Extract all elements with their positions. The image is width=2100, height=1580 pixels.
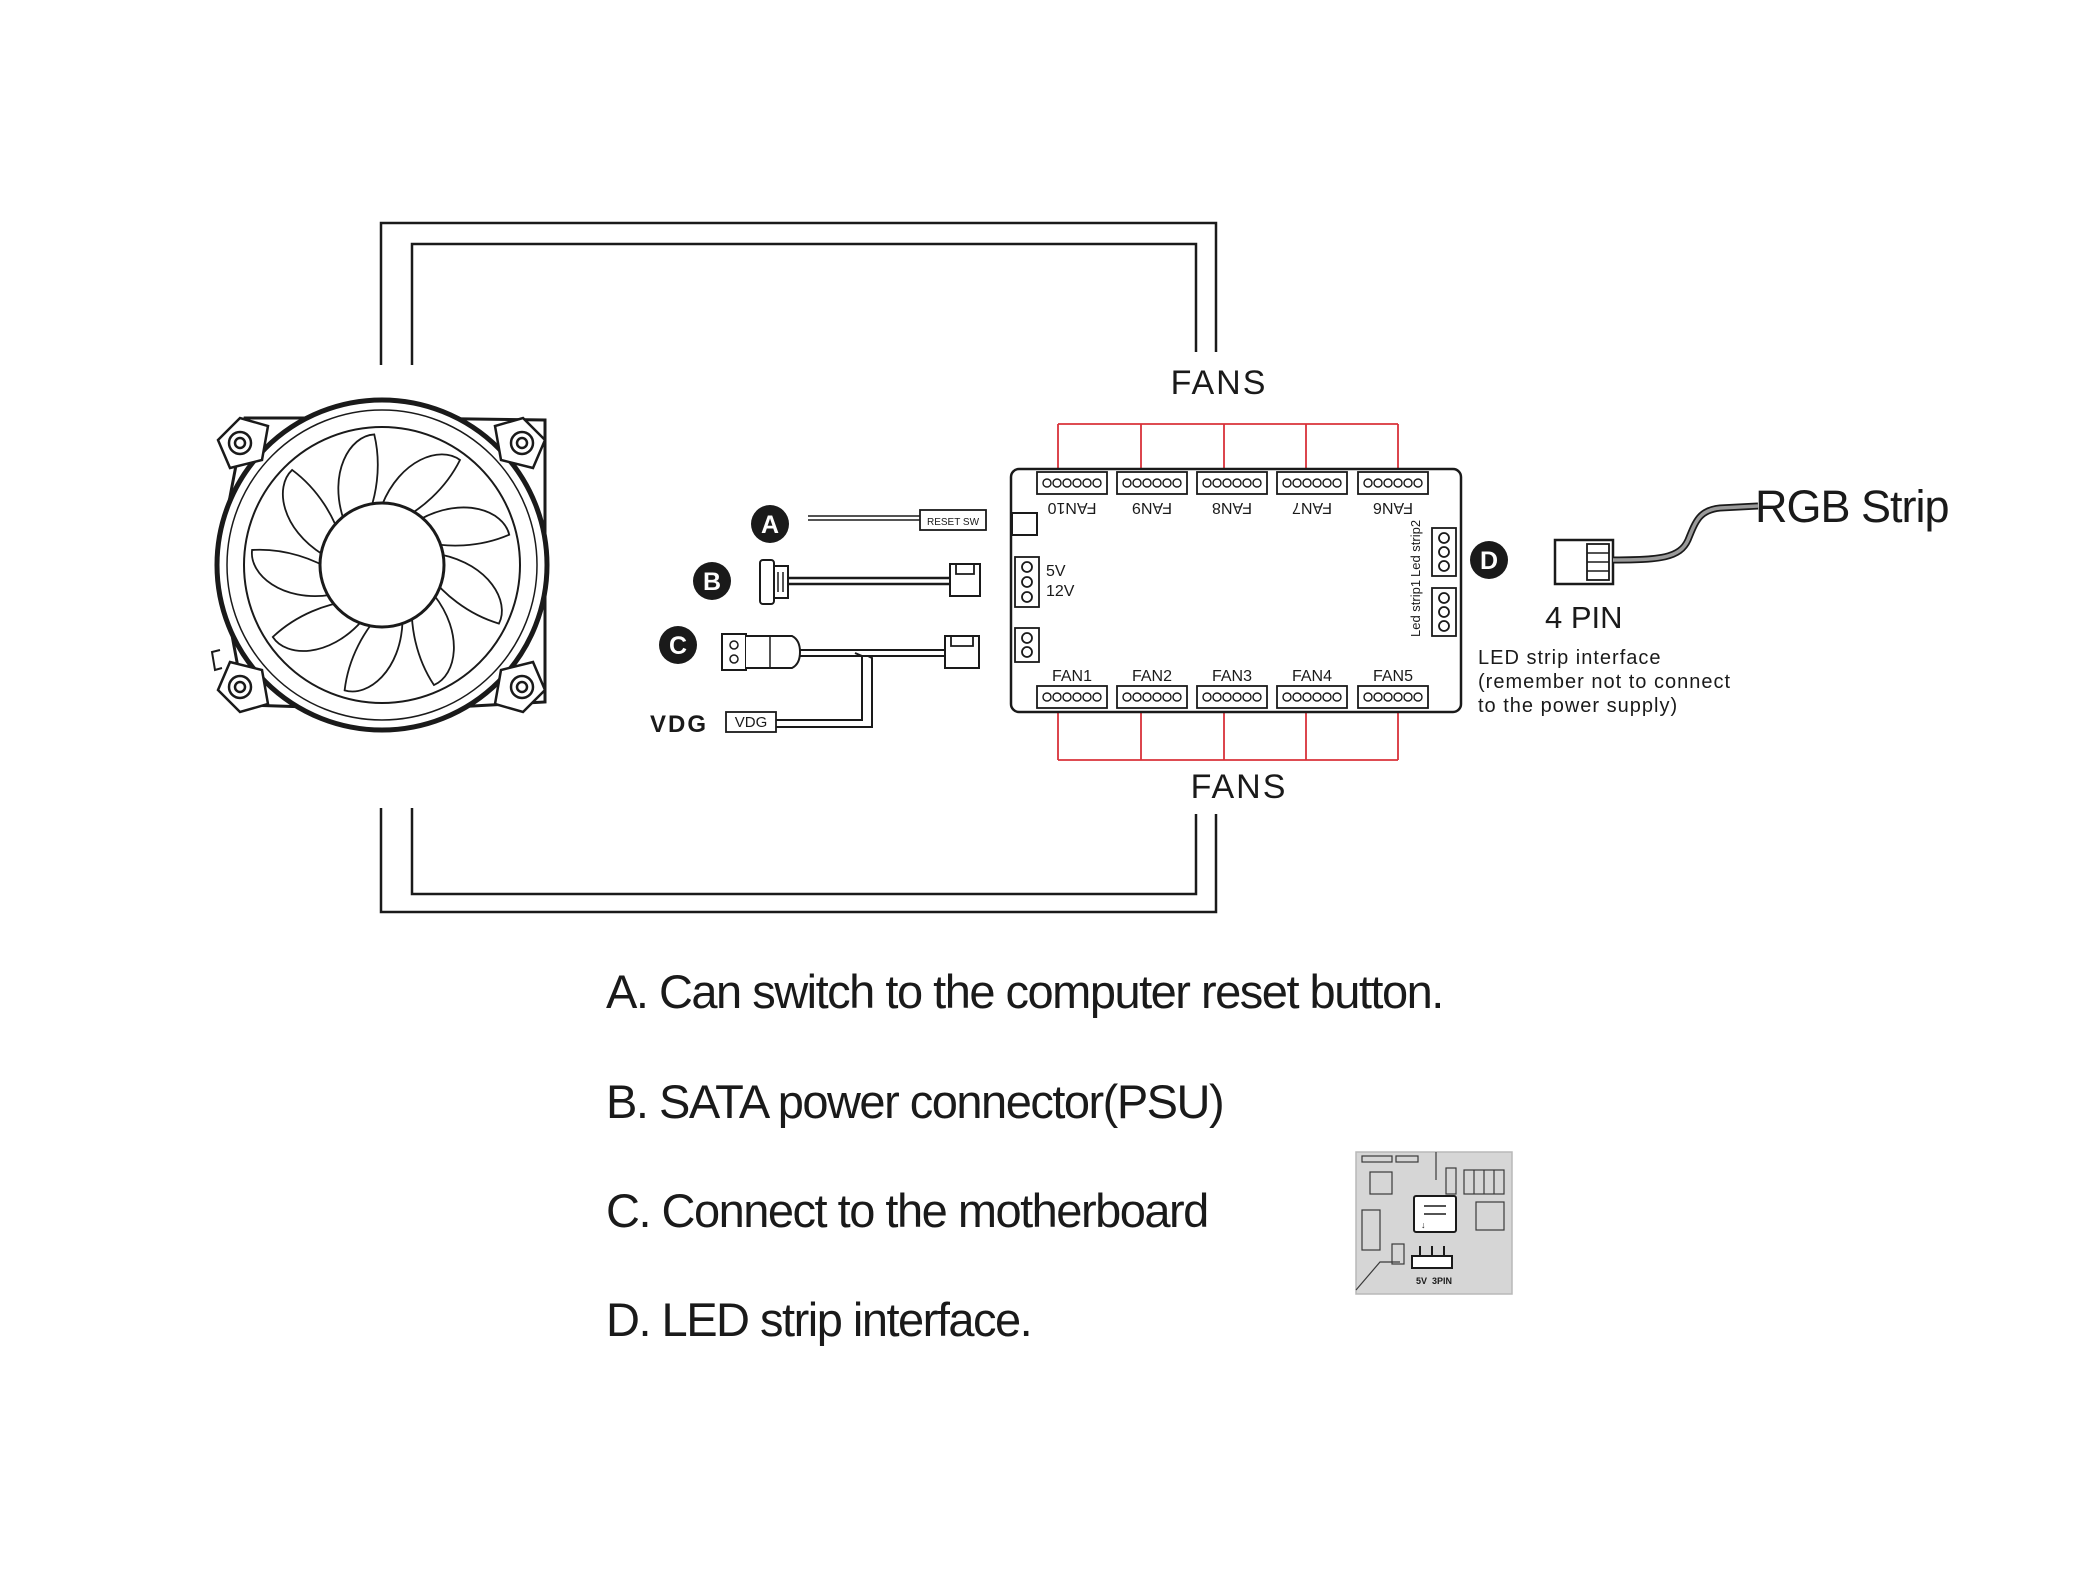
hub-port-label: FAN2 [1132, 668, 1172, 685]
hub-fan-port: FAN2 [1116, 668, 1188, 709]
sata-cable [759, 559, 981, 605]
inset-arrow-icon: ↓ [1421, 1220, 1426, 1230]
hub-motherboard-connector [1014, 627, 1040, 663]
fan-wires [1057, 423, 1399, 761]
hub-port-label: FAN6 [1373, 499, 1413, 516]
rgb-strip-label: RGB Strip [1755, 481, 1949, 532]
hub-port-label: FAN4 [1292, 668, 1332, 685]
hub-fan-port: FAN7 [1276, 471, 1348, 516]
hub-fan-port: FAN4 [1276, 668, 1348, 709]
led-note-line1: LED strip interface [1478, 647, 1662, 669]
motherboard-cable [721, 633, 980, 733]
hub-fan-port: FAN3 [1196, 668, 1268, 709]
hub-power-connector [1014, 556, 1040, 608]
hub-fan-port: FAN9 [1116, 471, 1188, 516]
motherboard-header-inset: ↓ 5V 3PIN [1355, 1151, 1513, 1295]
led-strip1-connector [1431, 587, 1457, 637]
led-note-line3: to the power supply) [1478, 695, 1678, 717]
marker-c: C [659, 626, 697, 664]
hub-5v-label: 5V [1046, 563, 1066, 580]
rgb-4pin-connector [1553, 502, 1759, 586]
hub-fan-port: FAN5 [1357, 668, 1429, 709]
vdg-box-label: VDG [735, 714, 768, 731]
svg-text:A: A [761, 511, 779, 539]
reset-switch-cable: RESET SW [808, 509, 987, 531]
vdg-label: VDG [650, 711, 708, 738]
marker-d: D [1470, 541, 1508, 579]
legend-b: B. SATA power connector(PSU) [606, 1075, 1225, 1128]
case-outline [379, 221, 1218, 914]
hub-port-label: FAN10 [1047, 499, 1096, 516]
legend-a: A. Can switch to the computer reset butt… [606, 965, 1444, 1018]
fan-icon [210, 397, 550, 733]
fan-mount-holes [216, 416, 547, 714]
hub-port-label: FAN7 [1292, 499, 1332, 516]
led-strip2-label: Led strip2 [1408, 520, 1423, 577]
legend-d: D. LED strip interface. [606, 1293, 1033, 1346]
marker-a: A [751, 505, 789, 543]
hub-port-label: FAN1 [1052, 668, 1092, 685]
hub-port-label: FAN8 [1212, 499, 1252, 516]
hub-port-label: FAN9 [1132, 499, 1172, 516]
hub-fan-port: FAN10 [1036, 471, 1108, 516]
fans-label-top: FANS [1171, 364, 1268, 402]
led-strip1-label: Led strip1 [1408, 580, 1423, 637]
svg-text:C: C [669, 632, 687, 660]
hub-top-ports: FAN10 FAN9 FAN8 FAN7 FAN6 [1036, 471, 1429, 516]
hub-fan-port: FAN8 [1196, 471, 1268, 516]
fan-blades [251, 433, 511, 693]
legend-c: C. Connect to the motherboard [606, 1184, 1209, 1237]
led-strip2-connector [1431, 527, 1457, 577]
hub-port-label: FAN3 [1212, 668, 1252, 685]
led-note-line2: (remember not to connect [1478, 671, 1731, 693]
fans-label-bottom: FANS [1191, 768, 1288, 806]
svg-text:D: D [1480, 547, 1498, 575]
hub-fan-port: FAN6 [1357, 471, 1429, 516]
hub-port-label: FAN5 [1373, 668, 1413, 685]
reset-sw-label: RESET SW [927, 517, 980, 528]
hub-fan-port: FAN1 [1036, 668, 1108, 709]
four-pin-label: 4 PIN [1545, 600, 1623, 635]
hub-bottom-ports: FAN1 FAN2 FAN3 FAN4 FAN5 [1036, 668, 1429, 709]
marker-b: B [693, 562, 731, 600]
hub-12v-label: 12V [1046, 583, 1075, 600]
svg-text:B: B [703, 568, 721, 596]
inset-caption: 5V 3PIN [1416, 1276, 1452, 1286]
